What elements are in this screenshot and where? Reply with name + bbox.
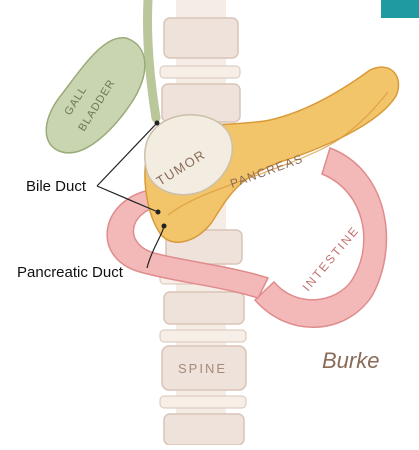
pancreatic-duct-label: Pancreatic Duct [17, 264, 123, 281]
gallbladder [46, 0, 156, 153]
corner-tab [381, 0, 419, 18]
spine-label: SPINE [178, 361, 227, 376]
bile-duct-label: Bile Duct [26, 178, 86, 195]
signature: Burke [322, 348, 379, 373]
